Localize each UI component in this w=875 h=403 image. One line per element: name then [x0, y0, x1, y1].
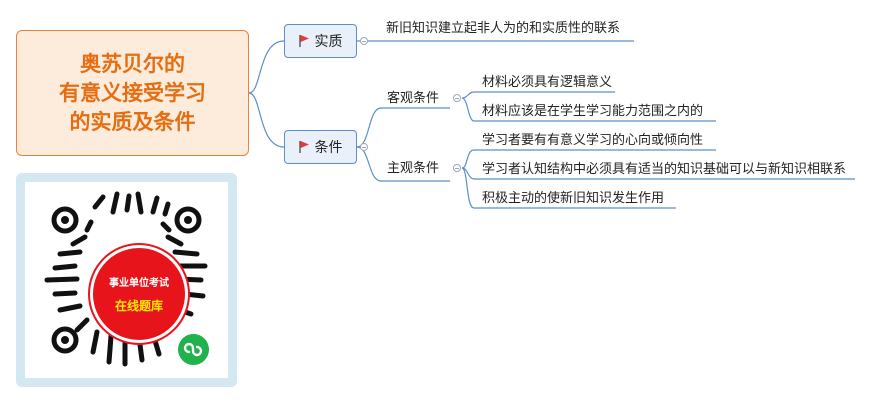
connector-root-essence — [248, 40, 285, 94]
objective-item-1[interactable]: 材料必须具有逻辑意义 — [482, 75, 613, 90]
wechat-mini-program-icon — [178, 334, 209, 365]
root-line-2: 有意义接受学习 — [59, 80, 206, 105]
qr-center-badge: 事业单位考试 在线题库 — [90, 245, 188, 343]
subjective-item-1[interactable]: 学习者要有有意义学习的心向或倾向性 — [482, 133, 704, 148]
root-line-1: 奥苏贝尔的 — [80, 51, 185, 76]
subjective-item-2[interactable]: 学习者认知结构中必须具有适当的知识基础可以与新知识相联系 — [482, 162, 847, 177]
topic-conditions[interactable]: 条件 — [284, 130, 357, 164]
objective-conditions[interactable]: 客观条件 — [387, 91, 440, 106]
collapse-toggle-conditions[interactable] — [360, 143, 368, 151]
flag-icon — [298, 35, 309, 47]
connector-subjective-1 — [461, 149, 475, 169]
root-line-3: 的实质及条件 — [69, 109, 196, 134]
qr-pattern — [44, 191, 208, 367]
connector-conditions-subjective — [356, 146, 382, 182]
connector-root-conditions — [248, 92, 285, 148]
topic-essence-label: 实质 — [314, 34, 343, 50]
connector-objective-2 — [461, 97, 475, 122]
essence-child[interactable]: 新旧知识建立起非人为的和实质性的联系 — [386, 21, 621, 36]
connector-subjective-3 — [461, 167, 475, 209]
topic-essence[interactable]: 实质 — [284, 24, 357, 58]
collapse-toggle-essence[interactable] — [360, 37, 368, 45]
collapse-toggle-subjective[interactable] — [453, 164, 461, 172]
qr-bottom-text: 在线题库 — [114, 299, 163, 313]
connector-conditions-objective — [356, 107, 382, 148]
objective-item-2[interactable]: 材料应该是在学生学习能力范围之内的 — [482, 104, 704, 119]
qr-top-text: 事业单位考试 — [109, 278, 169, 289]
root-topic[interactable]: 奥苏贝尔的 有意义接受学习 的实质及条件 — [16, 30, 249, 156]
subjective-item-3[interactable]: 积极主动的使新旧知识发生作用 — [482, 191, 665, 206]
connector-objective-1 — [461, 91, 475, 99]
mini-program-qr-code[interactable]: 事业单位考试 在线题库 — [16, 173, 237, 387]
topic-conditions-label: 条件 — [314, 140, 343, 156]
flag-icon — [298, 141, 309, 153]
subjective-conditions[interactable]: 主观条件 — [387, 161, 440, 176]
collapse-toggle-objective[interactable] — [453, 94, 461, 102]
